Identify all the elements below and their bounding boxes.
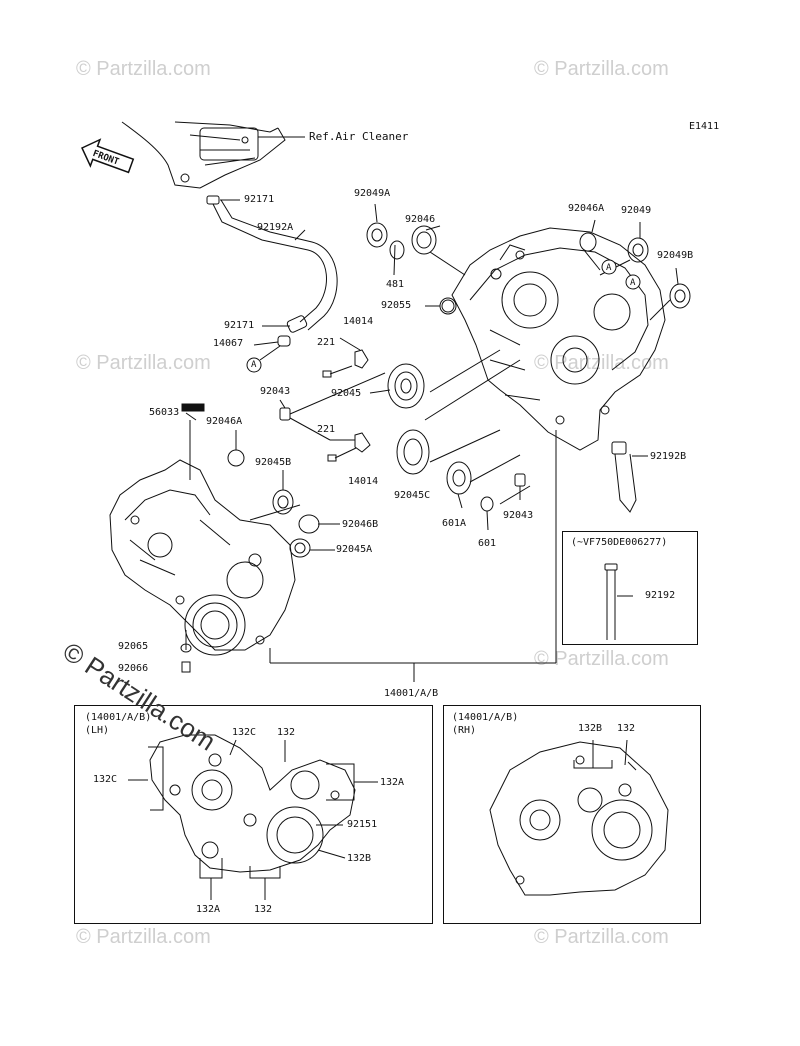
part-label-92045a[interactable]: 92045A (336, 544, 373, 555)
part-label-14067[interactable]: 14067 (213, 338, 244, 349)
part-label-132[interactable]: 132 (617, 723, 636, 734)
watermark: © Partzilla.com (76, 926, 211, 948)
assembly-marker-a: A (606, 263, 612, 273)
part-label-92046a[interactable]: 92046A (206, 416, 243, 427)
part-label-14014[interactable]: 14014 (348, 476, 379, 487)
part-label-481[interactable]: 481 (386, 279, 405, 290)
part-label-92046a[interactable]: 92046A (568, 203, 605, 214)
part-label-92066[interactable]: 92066 (118, 663, 149, 674)
breather-hose (206, 195, 338, 347)
part-label-56033[interactable]: 56033 (149, 407, 180, 418)
watermark: © Partzilla.com (534, 58, 669, 80)
right-crankcase (451, 227, 666, 451)
watermark: © Partzilla.com (534, 352, 669, 374)
part-label-92055[interactable]: 92055 (381, 300, 412, 311)
part-label-14001[interactable]: 14001/A/B (384, 688, 439, 699)
front-arrow-icon (81, 138, 135, 174)
part-label-92192[interactable]: 92192 (645, 590, 676, 601)
part-label-92171[interactable]: 92171 (224, 320, 255, 331)
assembly-marker-a: A (251, 360, 257, 370)
part-label-92045c[interactable]: 92045C (394, 490, 431, 501)
part-label-92192a[interactable]: 92192A (257, 222, 294, 233)
rh-case-detail (489, 741, 669, 896)
dipstick-tube-drawing (604, 563, 633, 640)
part-label-92065[interactable]: 92065 (118, 641, 149, 652)
part-label-132c[interactable]: 132C (93, 774, 118, 785)
part-label-92046[interactable]: 92046 (405, 214, 436, 225)
part-label-ref-air-cleaner[interactable]: Ref.Air Cleaner (309, 130, 409, 143)
inset-lh-case: (14001/A/B) (LH) (74, 705, 433, 924)
lh-case-detail (149, 734, 356, 873)
left-crankcase (109, 459, 296, 656)
inset-title: (~VF750DE006277) (571, 537, 668, 548)
part-label-92046b[interactable]: 92046B (342, 519, 379, 530)
part-label-92049a[interactable]: 92049A (354, 188, 391, 199)
air-cleaner-part (121, 121, 286, 189)
part-label-221[interactable]: 221 (317, 424, 336, 435)
part-label-92049[interactable]: 92049 (621, 205, 652, 216)
diagram-code: E1411 (689, 121, 720, 132)
inset-vin-range: (~VF750DE006277) 92192 (562, 531, 698, 645)
part-label-92043[interactable]: 92043 (503, 510, 534, 521)
part-label-132[interactable]: 132 (277, 727, 296, 738)
part-label-92045[interactable]: 92045 (331, 388, 362, 399)
part-label-14014[interactable]: 14014 (343, 316, 374, 327)
part-label-132[interactable]: 132 (254, 904, 273, 915)
dipstick-part (611, 441, 637, 513)
part-label-132c[interactable]: 132C (232, 727, 257, 738)
part-label-132a[interactable]: 132A (196, 904, 221, 915)
part-label-601a[interactable]: 601A (442, 518, 467, 529)
inset-subtitle: (RH) (452, 725, 477, 736)
watermark: © Partzilla.com (534, 926, 669, 948)
part-label-132b[interactable]: 132B (578, 723, 603, 734)
part-label-601[interactable]: 601 (478, 538, 497, 549)
assembly-marker-a: A (630, 278, 636, 288)
watermark: © Partzilla.com (76, 58, 211, 80)
part-label-92043[interactable]: 92043 (260, 386, 291, 397)
part-label-132a[interactable]: 132A (380, 777, 405, 788)
part-label-92045b[interactable]: 92045B (255, 457, 292, 468)
watermark: © Partzilla.com (534, 648, 669, 670)
part-label-132b[interactable]: 132B (347, 853, 372, 864)
part-label-221[interactable]: 221 (317, 337, 336, 348)
inset-subtitle: (LH) (85, 725, 110, 736)
inset-title: (14001/A/B) (85, 712, 152, 723)
inset-title: (14001/A/B) (452, 712, 519, 723)
part-label-92049b[interactable]: 92049B (657, 250, 694, 261)
bearings-center (279, 349, 526, 512)
inset-rh-case: (14001/A/B) (RH) (443, 705, 701, 924)
part-label-92151[interactable]: 92151 (347, 819, 378, 830)
part-label-92171[interactable]: 92171 (244, 194, 275, 205)
part-label-92192b[interactable]: 92192B (650, 451, 687, 462)
watermark: © Partzilla.com (76, 352, 211, 374)
